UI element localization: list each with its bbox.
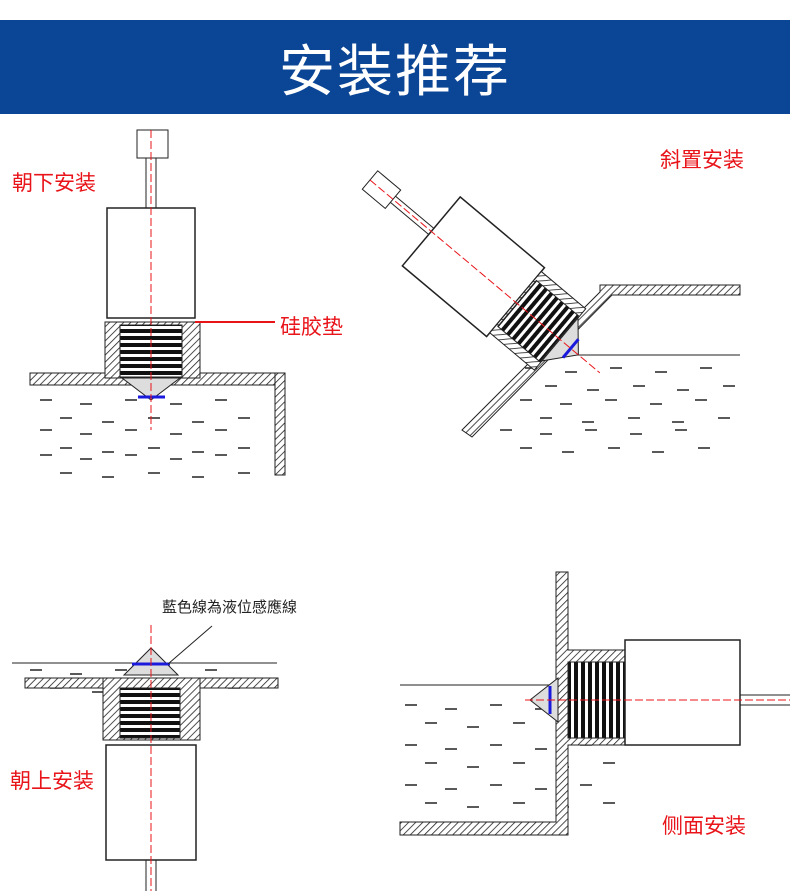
diagram-tilted: [361, 170, 741, 453]
label-tilted-install: 斜置安装: [660, 148, 744, 172]
diagram-side: [399, 571, 790, 836]
label-downward-install: 朝下安装: [12, 171, 96, 195]
label-sensing-line-note: 藍色線為液位感應線: [162, 598, 298, 616]
diagram-downward: [29, 129, 286, 478]
diagram-upward: [12, 625, 279, 891]
page-title: 安装推荐: [279, 39, 511, 105]
header-banner: 安装推荐: [0, 20, 790, 114]
label-side-install: 侧面安装: [662, 814, 746, 838]
label-upward-install: 朝上安装: [10, 769, 94, 793]
label-silicone-gasket: 硅胶垫: [280, 315, 343, 339]
